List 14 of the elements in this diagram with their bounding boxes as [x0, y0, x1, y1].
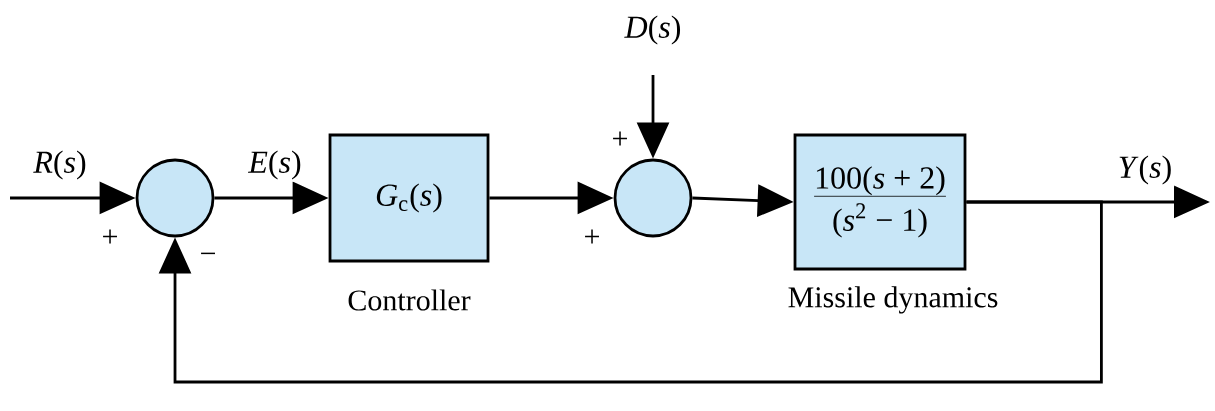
block-caption: Controller — [348, 289, 471, 311]
block-box: G$_{c}$(s) — [328, 133, 490, 263]
arrow — [158, 200, 1103, 384]
sign-label: + — [103, 229, 117, 244]
block-caption: Missile dynamics — [788, 286, 998, 314]
signal-label: R(s) — [33, 150, 86, 180]
signal-label: D(s) — [624, 15, 681, 45]
signal-label: E(s) — [248, 150, 301, 180]
sign-label: + — [585, 229, 599, 244]
sign-label: + — [613, 131, 627, 146]
summing-junction — [135, 158, 215, 238]
summing-junction — [613, 158, 693, 238]
block-box: 100(s + 2) (s$^{2}$ − 1) — [793, 133, 967, 271]
signal-label: Y(s) — [1119, 155, 1171, 185]
